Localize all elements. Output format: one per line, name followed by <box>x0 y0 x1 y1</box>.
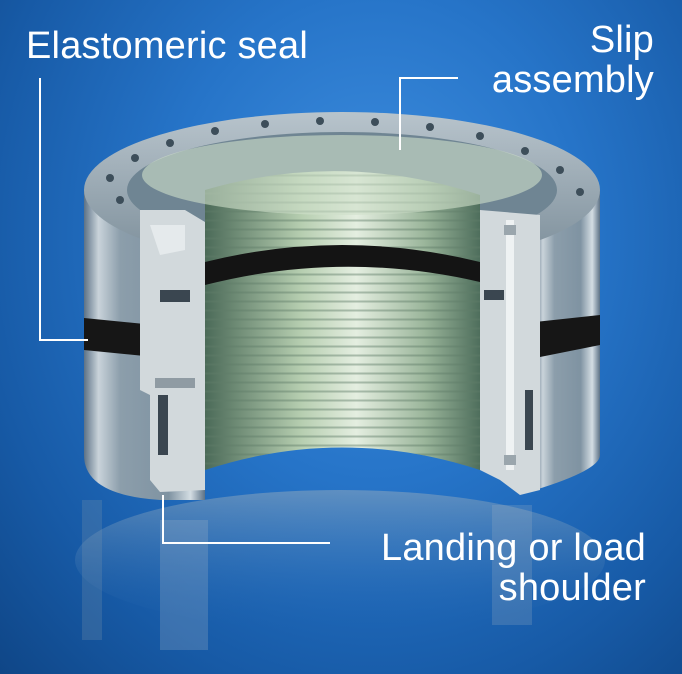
label-slip-assembly: Slip assembly <box>492 20 654 100</box>
label-landing-line2: shoulder <box>498 567 646 609</box>
leader-elastomeric-seal <box>39 78 88 341</box>
label-elastomeric-seal: Elastomeric seal <box>26 26 308 66</box>
label-elastomeric-seal-text: Elastomeric seal <box>26 25 308 67</box>
label-slip-assembly-line2: assembly <box>491 59 654 101</box>
right-cross-section <box>480 210 540 495</box>
label-landing-shoulder: Landing or load shoulder <box>381 528 646 608</box>
leader-landing-shoulder <box>162 495 330 544</box>
threaded-bore <box>142 135 542 471</box>
label-landing-line1: Landing or load <box>381 527 646 569</box>
floor-reflection <box>75 490 605 650</box>
leader-lines <box>39 77 458 544</box>
label-slip-assembly-line1: Slip <box>589 19 654 61</box>
left-cross-section <box>140 210 205 492</box>
leader-slip-assembly <box>399 77 458 150</box>
